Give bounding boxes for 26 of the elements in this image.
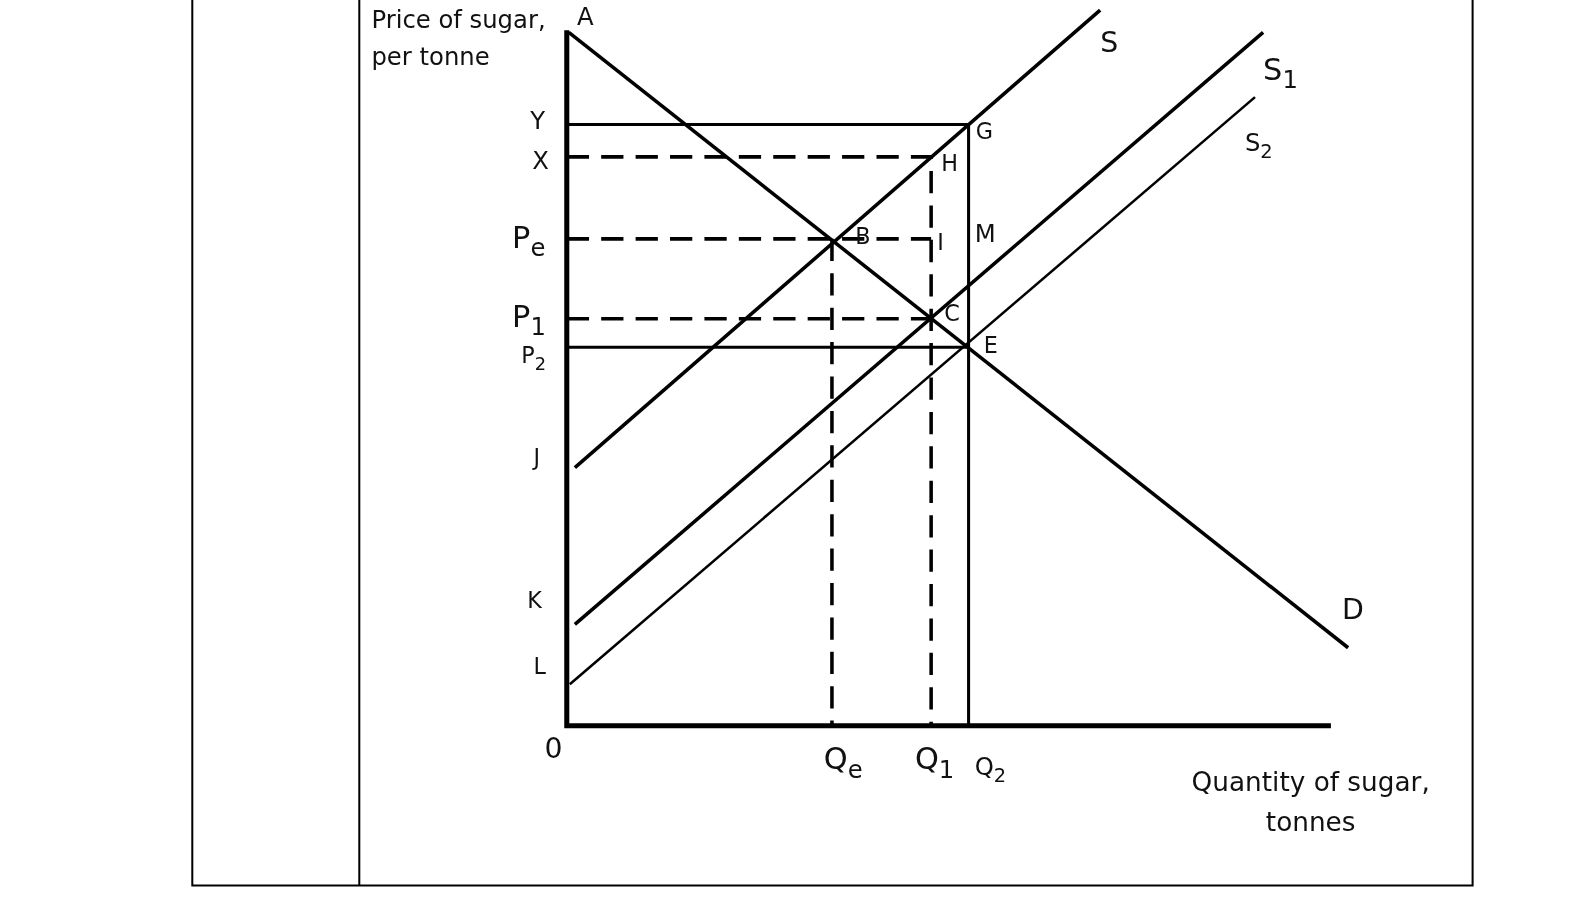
point-label: E bbox=[983, 334, 998, 359]
point-label: H bbox=[941, 151, 958, 177]
axis-label: P$_{2}$ bbox=[521, 344, 546, 374]
axis-label: Q$_{e}$ bbox=[823, 741, 863, 784]
axis-title: Price of sugar, per tonne bbox=[371, 5, 547, 73]
point-label: G bbox=[975, 119, 993, 144]
point-label: J bbox=[533, 445, 540, 470]
point-label: C bbox=[944, 301, 960, 327]
axis-label: P$_{e}$ bbox=[512, 220, 546, 262]
point-label: Y bbox=[530, 107, 546, 134]
point-label: X bbox=[532, 147, 549, 175]
curve-label: S bbox=[1100, 27, 1119, 59]
curve-label: D bbox=[1342, 595, 1364, 627]
point-label: M bbox=[974, 220, 996, 248]
curve-label: S$_{2}$ bbox=[1244, 129, 1273, 162]
axis-label: Q$_{2}$ bbox=[974, 754, 1007, 787]
axis-label: P$_{1}$ bbox=[512, 299, 546, 341]
point-label: I bbox=[937, 230, 944, 256]
axis-label: Q$_{1}$ bbox=[914, 741, 955, 784]
point-label: K bbox=[527, 589, 542, 614]
curve-label: S$_{1}$ bbox=[1263, 52, 1298, 94]
point-label: B bbox=[855, 224, 871, 250]
axis-title: Quantity of sugar, tonnes bbox=[1190, 766, 1431, 839]
point-label: L bbox=[533, 654, 546, 680]
point-label: A bbox=[576, 4, 594, 31]
axis-label: 0 bbox=[544, 733, 563, 765]
